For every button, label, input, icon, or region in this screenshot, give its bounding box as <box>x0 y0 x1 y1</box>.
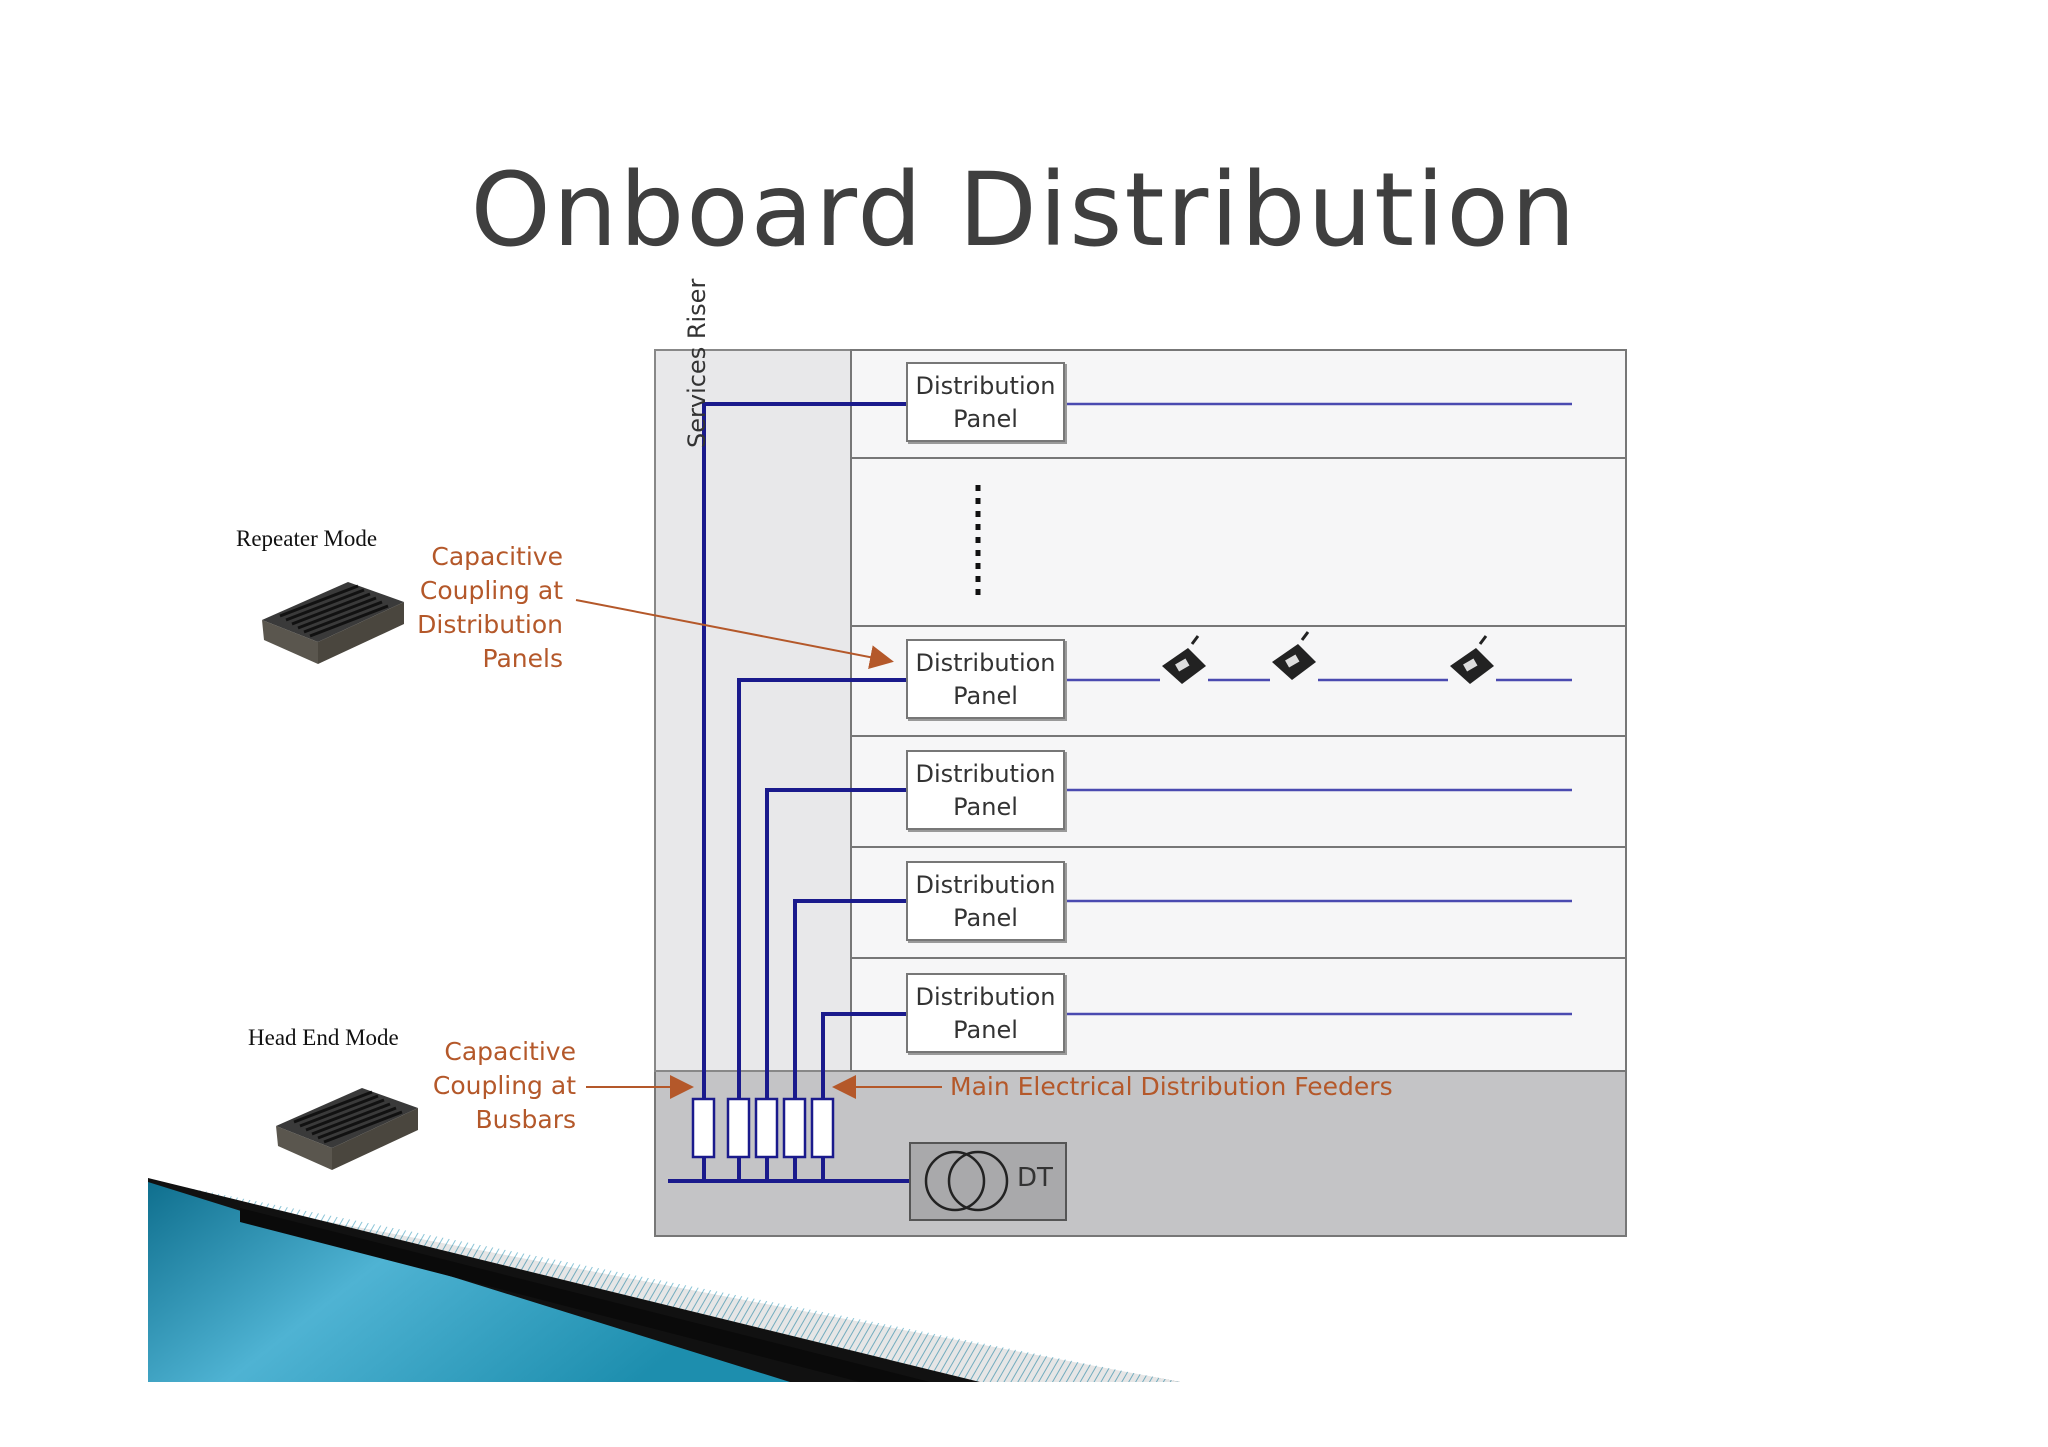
distribution-panel: Distribution Panel <box>906 750 1065 830</box>
plug-adapter-icon <box>1162 635 1206 684</box>
panel-label-line: Panel <box>953 904 1018 932</box>
riser-cable <box>765 788 906 1101</box>
panel-label-line: Distribution <box>915 760 1056 788</box>
riser-cable <box>821 1012 906 1101</box>
distribution-panel: Distribution Panel <box>906 861 1065 941</box>
plug-adapter-icon <box>1450 635 1494 684</box>
panel-label-line: Panel <box>953 793 1018 821</box>
panel-label-line: Panel <box>953 682 1018 710</box>
services-riser-label: Services Riser <box>683 278 711 448</box>
distribution-panel: Distribution Panel <box>906 362 1065 442</box>
repeater-callout: Capacitive Coupling at Distribution Pane… <box>380 540 563 676</box>
head-end-callout: Capacitive Coupling at Busbars <box>380 1035 576 1137</box>
floor <box>850 457 1627 627</box>
repeater-device-image <box>262 582 404 664</box>
busbar-coupler <box>782 1097 807 1159</box>
busbar-coupler <box>691 1097 716 1159</box>
panel-label-line: Panel <box>953 1016 1018 1044</box>
distribution-panel: Distribution Panel <box>906 973 1065 1053</box>
repeater-callout-line: Panels <box>482 644 563 673</box>
riser-cable <box>702 402 906 1101</box>
distribution-panel: Distribution Panel <box>906 639 1065 719</box>
panel-label-line: Panel <box>953 405 1018 433</box>
repeater-callout-line: Distribution <box>417 610 563 639</box>
riser-cable <box>737 678 906 1101</box>
transformer-coil-icon <box>924 1150 986 1212</box>
riser-cable <box>793 899 906 1101</box>
busbar-coupler <box>810 1097 835 1159</box>
busbar-coupler <box>754 1097 779 1159</box>
panel-label-line: Distribution <box>915 871 1056 899</box>
busbar-coupler <box>726 1097 751 1159</box>
services-riser-shaft <box>654 349 852 1072</box>
repeater-coupling-arrow <box>575 599 894 669</box>
head-end-callout-line: Capacitive <box>444 1037 576 1066</box>
head-end-device-image <box>276 1088 418 1170</box>
head-end-callout-line: Busbars <box>475 1105 576 1134</box>
repeater-callout-line: Coupling at <box>419 576 563 605</box>
panel-label-line: Distribution <box>915 649 1056 677</box>
repeater-callout-line: Capacitive <box>431 542 563 571</box>
main-feeders-label: Main Electrical Distribution Feeders <box>950 1072 1393 1101</box>
panel-label-line: Distribution <box>915 372 1056 400</box>
repeater-mode-label: Repeater Mode <box>236 526 378 551</box>
head-end-callout-line: Coupling at <box>432 1071 576 1100</box>
slide-title: Onboard Distribution <box>470 151 1578 270</box>
head-end-mode-label: Head End Mode <box>248 1025 399 1050</box>
transformer-label: DT <box>1017 1163 1053 1193</box>
transformer-coil-icon <box>947 1150 1009 1212</box>
panel-label-line: Distribution <box>915 983 1056 1011</box>
plug-adapter-icon <box>1272 631 1316 680</box>
